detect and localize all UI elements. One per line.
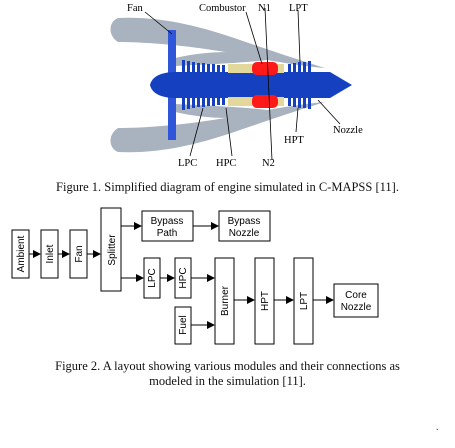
figure2-caption-line2: modeled in the simulation [11]. [149, 374, 306, 388]
flow-arrows [29, 222, 334, 329]
lpt-box [293, 257, 314, 345]
combustor-label: Combustor [199, 3, 246, 14]
n1-label: N1 [258, 3, 271, 14]
core-nozzle-line1: Core [345, 290, 367, 301]
upper-nacelle [110, 17, 325, 68]
core-cowl-upper [175, 52, 280, 66]
turbine-stages-lower [288, 96, 311, 109]
combustor-upper [252, 62, 278, 75]
inlet-label: Inlet [45, 244, 56, 263]
hpt-label: HPT [284, 135, 304, 146]
figure2-caption-line1: Figure 2. A layout showing various modul… [55, 359, 400, 373]
figure1-caption: Figure 1. Simplified diagram of engine s… [56, 180, 399, 194]
lpc-module-label: LPC [147, 268, 158, 287]
hpc-module-label: HPC [178, 267, 189, 288]
leader-lines [144, 7, 341, 161]
bypass-nozzle-box [218, 210, 271, 242]
fan-label: Fan [127, 3, 144, 14]
bypass-nozzle-line2: Nozzle [229, 228, 260, 239]
nozzle-label: Nozzle [333, 125, 363, 136]
burner-label: Burner [220, 285, 231, 316]
compressor-stages-upper [182, 60, 225, 74]
burner-box [214, 257, 235, 345]
bypass-path-line1: Bypass [151, 216, 184, 227]
n2-label: N2 [262, 158, 275, 169]
lpt-module-label: LPT [299, 292, 310, 310]
lpt-label: LPT [289, 3, 308, 14]
hpc-label: HPC [216, 158, 236, 169]
stray-mark: . [436, 422, 439, 433]
shaft-body [150, 72, 352, 98]
bypass-nozzle-line1: Bypass [228, 216, 261, 227]
combustor-lower [252, 95, 278, 108]
engine-diagram: Fan Combustor N1 LPT Nozzle HPT LPC HPC … [110, 3, 363, 169]
fan-module-label: Fan [74, 245, 85, 262]
core-nozzle-box [333, 283, 379, 318]
bypass-path-line2: Path [157, 228, 178, 239]
lower-nacelle [110, 102, 325, 153]
core-nozzle-line2: Nozzle [341, 302, 372, 313]
hpt-box [254, 257, 275, 345]
splitter-box [100, 207, 122, 292]
hpt-module-label: HPT [260, 291, 271, 311]
module-labels: Ambient Inlet Fan Splitter Bypass Path B… [16, 216, 372, 335]
fuel-label: Fuel [178, 315, 189, 334]
splitter-label: Splitter [107, 234, 118, 266]
lpc-label: LPC [178, 158, 197, 169]
bypass-path-box [141, 210, 194, 242]
module-layout-diagram [11, 207, 379, 345]
compressor-stages-lower [182, 96, 225, 110]
ambient-label: Ambient [16, 235, 27, 272]
turbine-stages-upper [288, 61, 311, 74]
